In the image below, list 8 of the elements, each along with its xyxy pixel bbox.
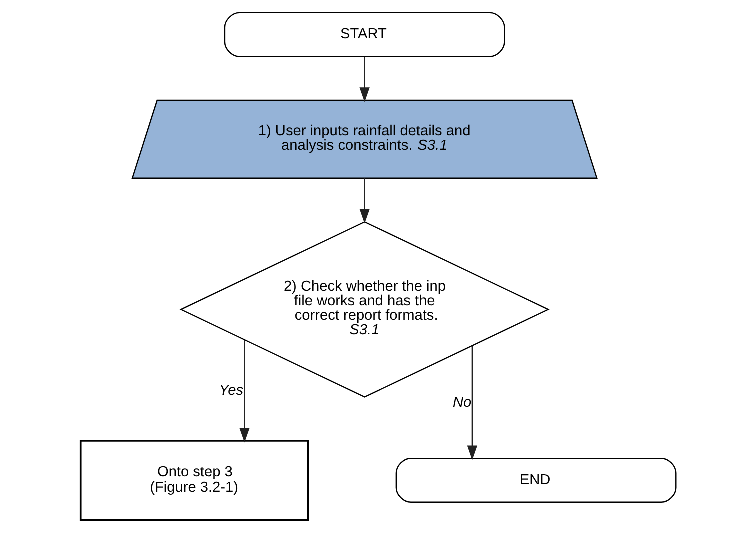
arrow	[359, 178, 370, 224]
node-box: START	[224, 12, 505, 58]
node-box: END	[395, 458, 676, 504]
edge-label: Yes	[218, 382, 244, 399]
arrow	[239, 340, 250, 443]
arrow	[466, 346, 478, 460]
node-box: Onto step 3 (Figure 3.2-1)	[79, 440, 309, 521]
arrow	[359, 57, 370, 102]
